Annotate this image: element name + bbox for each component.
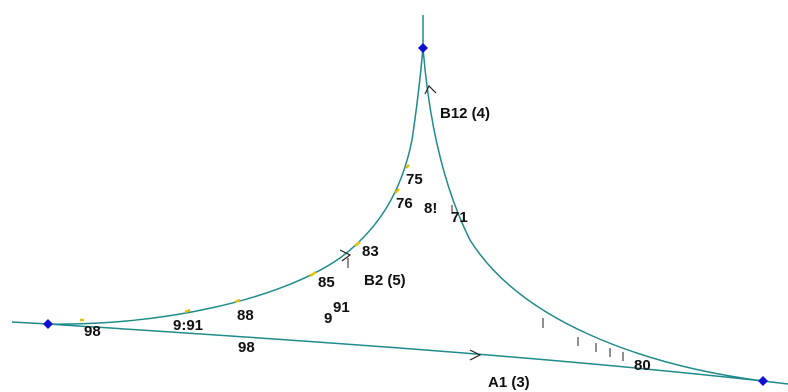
value-label: 80 bbox=[634, 357, 651, 374]
arrow-b2-icon bbox=[339, 249, 352, 262]
value-label: 9:91 bbox=[173, 317, 203, 334]
value-label: 9 bbox=[324, 310, 332, 327]
link-label-a1[interactable]: A1 (3) bbox=[488, 374, 530, 391]
value-label: 75 bbox=[406, 171, 423, 188]
value-label: 91 bbox=[333, 299, 350, 316]
node-east[interactable] bbox=[758, 376, 768, 386]
road-a1-main bbox=[47, 323, 764, 382]
value-label: 8! bbox=[424, 200, 437, 217]
value-label: 85 bbox=[318, 274, 335, 291]
value-label: 76 bbox=[396, 195, 413, 212]
link-label-b12[interactable]: B12 (4) bbox=[440, 105, 490, 122]
arrow-b12-icon bbox=[424, 84, 437, 95]
value-label: 88 bbox=[237, 307, 254, 324]
value-label: 83 bbox=[362, 243, 379, 260]
value-label: 71 bbox=[451, 209, 468, 226]
link-label-b2[interactable]: B2 (5) bbox=[364, 272, 406, 289]
road-north-to-right-curve bbox=[422, 47, 764, 382]
road-left-stub bbox=[11, 321, 49, 325]
node-north[interactable] bbox=[418, 43, 428, 53]
node-west[interactable] bbox=[43, 319, 53, 329]
road-left-to-north-curve bbox=[47, 47, 424, 325]
value-label: 98 bbox=[84, 323, 101, 340]
arrow-a1-icon bbox=[469, 349, 482, 361]
value-label: 98 bbox=[238, 339, 255, 356]
detector-ticks bbox=[80, 164, 624, 361]
